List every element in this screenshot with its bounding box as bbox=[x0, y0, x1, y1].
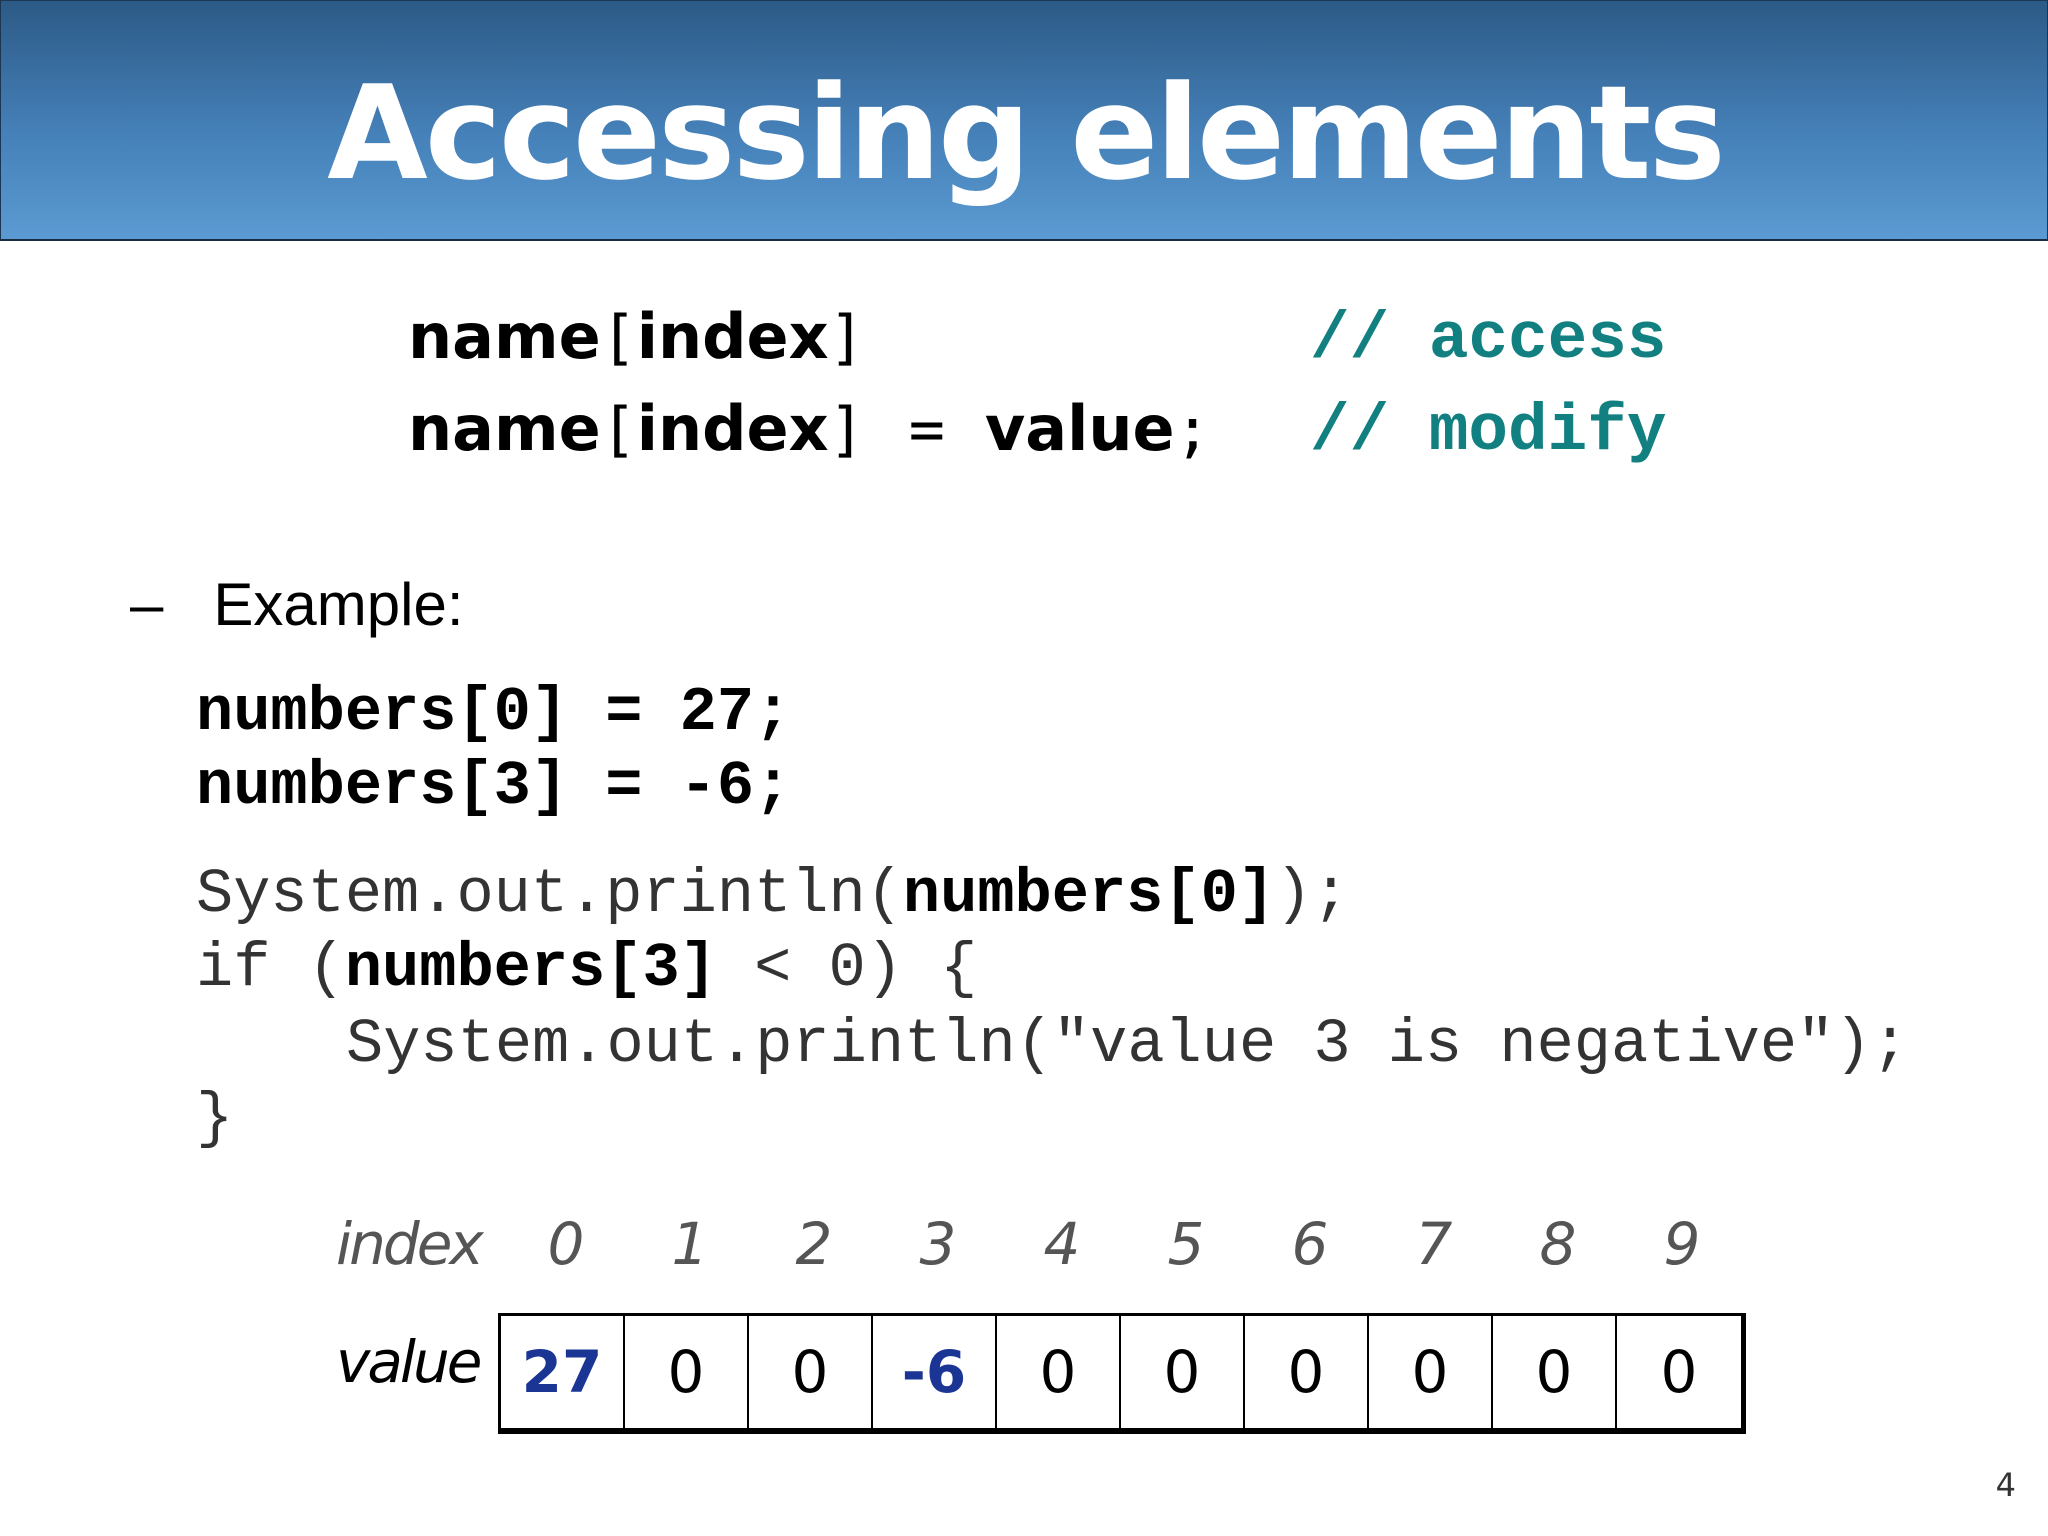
code-inner-print-line: System.out.println("value 3 is negative"… bbox=[346, 1009, 1909, 1080]
array-cell: 0 bbox=[1369, 1316, 1493, 1428]
syntax-index: index bbox=[636, 300, 829, 373]
value-row-label: value bbox=[336, 1328, 482, 1396]
syntax-access-line: name[index] bbox=[408, 300, 865, 380]
syntax-name: name bbox=[408, 392, 601, 465]
code-print-line: System.out.println(numbers[0]); bbox=[196, 858, 1349, 932]
code-print-prefix: System.out.println( bbox=[196, 859, 903, 930]
array-cell: 27 bbox=[501, 1316, 625, 1428]
array-index: 6 bbox=[1291, 1210, 1329, 1278]
title-banner: Accessing elements bbox=[0, 0, 2048, 241]
syntax-name: name bbox=[408, 300, 601, 373]
array-index: 5 bbox=[1167, 1210, 1205, 1278]
array-cell: 0 bbox=[997, 1316, 1121, 1428]
code-if-prefix: if ( bbox=[196, 933, 345, 1004]
index-row-label: index bbox=[336, 1210, 484, 1278]
array-cell: 0 bbox=[1660, 1338, 1698, 1406]
array-cell: 0 bbox=[1121, 1316, 1245, 1428]
code-if-suffix: < 0) { bbox=[716, 933, 978, 1004]
code-assign-line-1: numbers[0] = 27; bbox=[196, 677, 792, 748]
array-cell: 0 bbox=[1493, 1316, 1617, 1428]
array-index: 7 bbox=[1415, 1210, 1453, 1278]
syntax-equals: = bbox=[908, 395, 945, 465]
array-index: 2 bbox=[795, 1210, 833, 1278]
code-print-arg: numbers[0] bbox=[902, 859, 1275, 930]
array-index: 1 bbox=[671, 1210, 709, 1278]
array-cell: -6 bbox=[873, 1316, 997, 1428]
syntax-close-bracket: ] bbox=[828, 303, 865, 373]
example-bullet: – Example: bbox=[130, 565, 464, 645]
syntax-modify-line: name[index] = value; bbox=[408, 392, 1211, 472]
syntax-open-bracket: [ bbox=[600, 303, 637, 373]
syntax-semicolon: ; bbox=[1174, 395, 1211, 465]
page-number: 4 bbox=[1995, 1466, 2016, 1504]
bullet-dash: – bbox=[130, 571, 164, 638]
syntax-open-bracket: [ bbox=[600, 395, 637, 465]
code-print-suffix: ); bbox=[1274, 859, 1350, 930]
array-index: 4 bbox=[1043, 1210, 1081, 1278]
array-cell: 0 bbox=[625, 1316, 749, 1428]
syntax-value: value bbox=[984, 392, 1175, 465]
array-index: 8 bbox=[1539, 1210, 1577, 1278]
code-if-line: if (numbers[3] < 0) { bbox=[196, 932, 977, 1006]
syntax-index: index bbox=[636, 392, 829, 465]
syntax-modify-comment: // modify bbox=[1310, 394, 1667, 469]
syntax-close-bracket: ] bbox=[828, 395, 865, 465]
syntax-access-comment: // access bbox=[1310, 302, 1667, 377]
bullet-text: Example: bbox=[213, 571, 464, 638]
code-close-brace: } bbox=[196, 1083, 234, 1154]
array-index: 0 bbox=[547, 1210, 585, 1278]
slide-title: Accessing elements bbox=[327, 57, 1726, 209]
array-cell: 0 bbox=[749, 1316, 873, 1428]
code-if-arg: numbers[3] bbox=[344, 933, 717, 1004]
array-cell: 0 bbox=[1245, 1316, 1369, 1428]
array-index: 9 bbox=[1663, 1210, 1701, 1278]
array-index: 3 bbox=[919, 1210, 957, 1278]
code-assign-line-2: numbers[3] = -6; bbox=[196, 751, 792, 822]
array-values-box: 27 0 0 -6 0 0 0 0 0 0 bbox=[498, 1313, 1746, 1434]
